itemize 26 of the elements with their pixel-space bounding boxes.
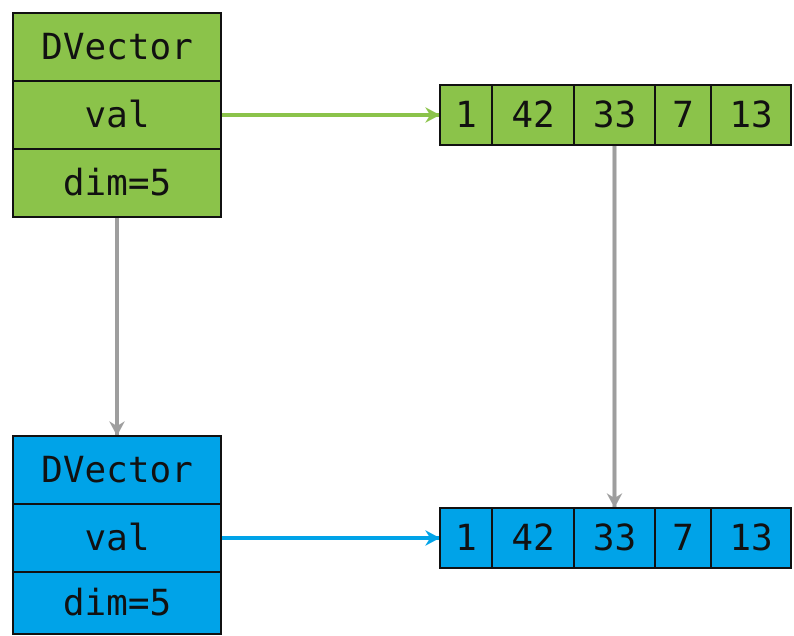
cell-text: 42 [511, 94, 555, 136]
field-cell [12, 80, 222, 150]
cell-text: dim=5 [62, 582, 172, 624]
cell-text: DVector [41, 450, 193, 490]
cell-text: 13 [729, 518, 773, 558]
cell-text: 42 [511, 518, 555, 558]
cell-text: val [84, 94, 150, 136]
cell-text: 1 [455, 94, 477, 136]
cell-text: DVector [41, 26, 193, 68]
field-cell [12, 148, 222, 218]
arrow [606, 146, 622, 508]
field-cell [12, 12, 222, 82]
arrow [109, 218, 125, 436]
cell-text: 33 [592, 94, 636, 136]
arrow [222, 530, 440, 546]
field-cell [12, 571, 222, 635]
cell-text: 7 [672, 94, 694, 136]
field-cell [12, 435, 222, 505]
cell-text: dim=5 [62, 162, 172, 204]
cell-text: 13 [729, 94, 773, 136]
cell-text: val [84, 518, 150, 558]
cell-text: 33 [592, 518, 636, 558]
cell-text: 7 [672, 518, 694, 558]
field-cell [12, 503, 222, 573]
arrow [222, 107, 440, 123]
cell-text: 1 [455, 518, 477, 558]
